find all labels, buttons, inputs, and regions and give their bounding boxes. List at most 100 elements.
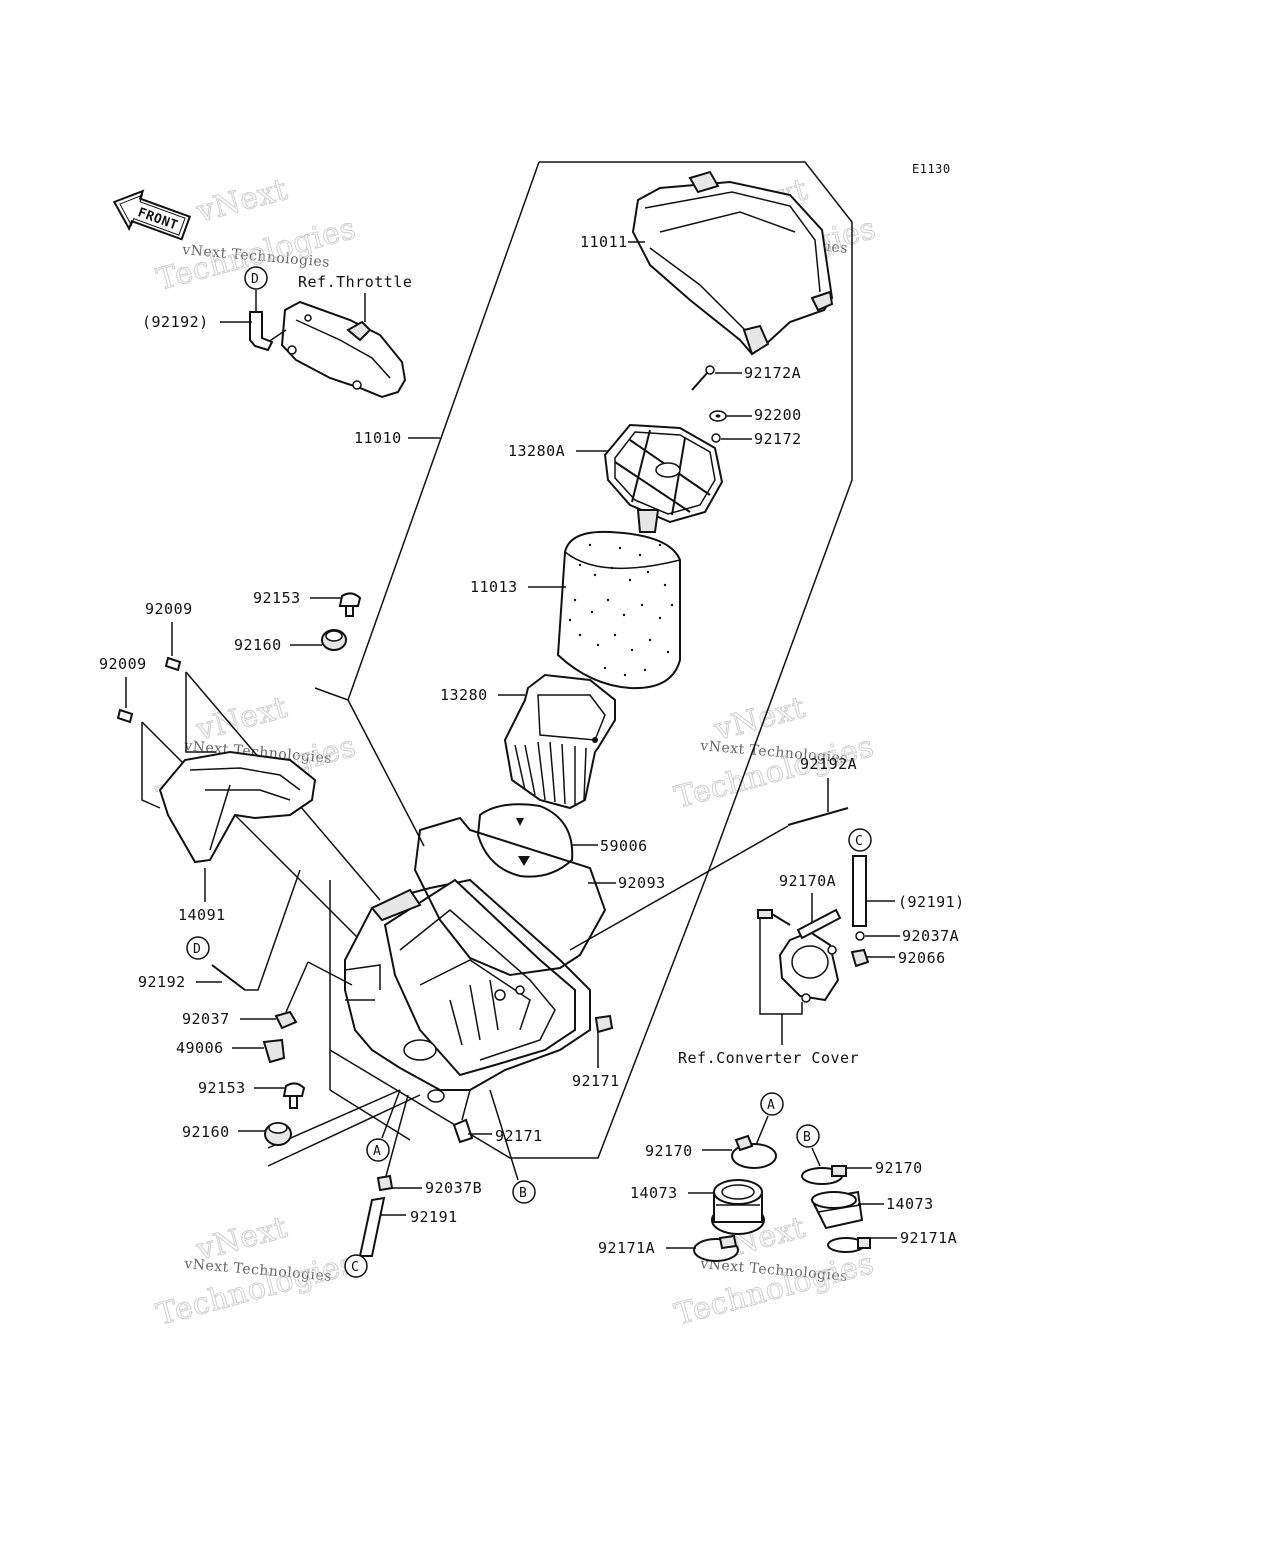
air-filter-element-11013 xyxy=(556,530,681,690)
bolt-92172a xyxy=(691,365,715,391)
air-box-housing xyxy=(344,878,591,1103)
cap-49006 xyxy=(262,1038,286,1064)
watermark-mid-right: vNext vNext Technologies Technologies xyxy=(671,689,879,816)
part-label-92160-bottom: 92160 xyxy=(182,1123,230,1141)
part-label-92037a: 92037A xyxy=(902,927,959,945)
watermark-bottom-left: vNext vNext Technologies Technologies xyxy=(153,1209,361,1333)
grommet-92160-top xyxy=(321,629,347,651)
callout-b-label: B xyxy=(519,1186,527,1201)
part-label-92191: 92191 xyxy=(410,1208,458,1226)
hose-92192 xyxy=(211,964,246,991)
callout-a-box xyxy=(366,1138,390,1162)
clamp-92037b xyxy=(376,1174,394,1192)
part-label-92153-top: 92153 xyxy=(253,589,301,607)
grommet-92160-bottom xyxy=(264,1122,292,1146)
part-label-92192: 92192 xyxy=(138,973,186,991)
hose-92170a xyxy=(796,908,842,940)
part-label-14091: 14091 xyxy=(178,906,226,924)
gasket-92093 xyxy=(413,816,607,977)
callout-d-label: D xyxy=(251,272,259,287)
callout-d-label: D xyxy=(193,942,201,957)
part-label-92172: 92172 xyxy=(754,430,802,448)
bolt-92009-mid xyxy=(116,708,134,724)
hose-92192-ref xyxy=(249,311,274,352)
part-label-92170-right: 92170 xyxy=(875,1159,923,1177)
ref-throttle-label: Ref.Throttle xyxy=(298,273,412,291)
part-label-13280: 13280 xyxy=(440,686,488,704)
part-label-92009-mid: 92009 xyxy=(99,655,147,673)
callout-d-bottom xyxy=(186,936,210,960)
air-guide-14091 xyxy=(158,750,317,864)
element-holder-13280a xyxy=(603,423,724,533)
bolt-92153-bottom xyxy=(282,1082,306,1109)
bolt-converter xyxy=(757,909,791,926)
throttle-body xyxy=(267,300,407,399)
clamp-92171a-left xyxy=(693,1234,739,1262)
callout-b-label: B xyxy=(803,1130,811,1145)
clamp-92170-left xyxy=(731,1134,777,1169)
diagram-code: E1130 xyxy=(912,162,951,176)
part-label-92171-bottom: 92171 xyxy=(495,1127,543,1145)
watermark-bottom-right: vNext vNext Technologies Technologies xyxy=(671,1209,879,1333)
part-label-92191-ref: (92191) xyxy=(898,893,965,911)
callout-a-label: A xyxy=(373,1144,381,1159)
duct-14073-left xyxy=(711,1179,765,1235)
part-label-92171a-left: 92171A xyxy=(598,1239,655,1257)
part-label-92200: 92200 xyxy=(754,406,802,424)
part-label-14073-left: 14073 xyxy=(630,1184,678,1202)
part-label-92009-top: 92009 xyxy=(145,600,193,618)
callout-b-box xyxy=(512,1180,536,1204)
bolt-92009-top xyxy=(164,656,182,672)
callout-c-right xyxy=(848,828,872,852)
hose-92192a xyxy=(787,807,849,826)
screw-92172 xyxy=(711,433,721,443)
part-label-92037: 92037 xyxy=(182,1010,230,1028)
clamp-92037 xyxy=(274,1010,298,1030)
air-cleaner-cover xyxy=(631,170,834,356)
callout-c-label: C xyxy=(351,1260,359,1275)
part-label-49006: 49006 xyxy=(176,1039,224,1057)
part-label-92172a: 92172A xyxy=(744,364,801,382)
part-label-92160-top: 92160 xyxy=(234,636,282,654)
clamp-92171a-right xyxy=(827,1237,871,1253)
callout-d-top xyxy=(244,266,268,290)
part-label-92066: 92066 xyxy=(898,949,946,967)
bolt-92153-top xyxy=(338,592,362,617)
callout-a-label: A xyxy=(767,1098,775,1113)
part-label-11010: 11010 xyxy=(354,429,402,447)
callout-a-right xyxy=(760,1092,784,1116)
converter-cover-bracket xyxy=(778,930,840,1003)
callout-c-label: C xyxy=(855,834,863,849)
sponge-59006 xyxy=(476,803,574,878)
part-label-11013: 11013 xyxy=(470,578,518,596)
part-label-14073-right: 14073 xyxy=(886,1195,934,1213)
clamp-92171-right xyxy=(594,1014,614,1034)
part-label-92192a: 92192A xyxy=(800,755,857,773)
cap-92066 xyxy=(850,948,870,968)
part-label-92037b: 92037B xyxy=(425,1179,482,1197)
part-label-92170-left: 92170 xyxy=(645,1142,693,1160)
part-label-92192-ref: (92192) xyxy=(142,313,209,331)
part-label-59006: 59006 xyxy=(600,837,648,855)
clip-92037a xyxy=(855,931,865,941)
part-label-92171-right: 92171 xyxy=(572,1072,620,1090)
washer-92200 xyxy=(709,410,727,422)
assembly-outline xyxy=(267,161,853,1167)
front-arrow-icon: FRONT xyxy=(112,189,192,241)
hose-92191 xyxy=(358,1196,386,1257)
part-label-92170a: 92170A xyxy=(779,872,836,890)
part-label-13280a: 13280A xyxy=(508,442,565,460)
element-cage-13280 xyxy=(503,673,616,810)
part-label-92153-bottom: 92153 xyxy=(198,1079,246,1097)
duct-14073-right xyxy=(810,1190,864,1230)
watermark-text: vNext xyxy=(192,172,291,230)
ref-converter-cover-label: Ref.Converter Cover xyxy=(678,1049,859,1067)
part-label-11011: 11011 xyxy=(580,233,628,251)
hose-92191-ref xyxy=(852,855,867,927)
callout-c-bottom xyxy=(344,1254,368,1278)
part-label-92093: 92093 xyxy=(618,874,666,892)
clamp-92170-right xyxy=(801,1165,847,1185)
callout-b-right xyxy=(796,1124,820,1148)
